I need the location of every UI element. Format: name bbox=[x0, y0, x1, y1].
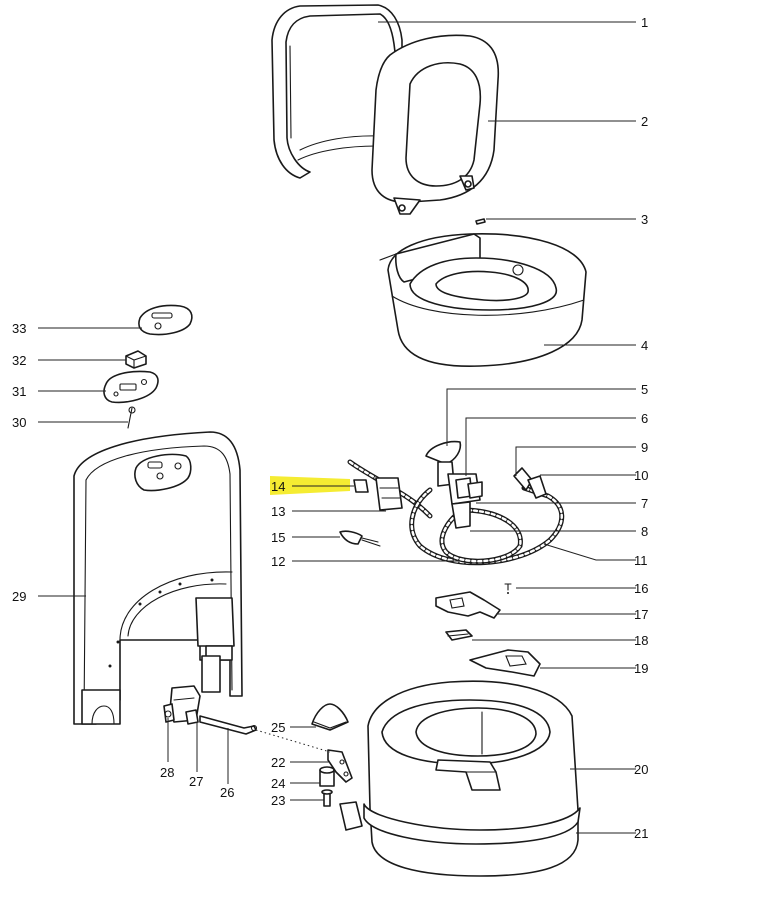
callout-29: 29 bbox=[12, 589, 26, 604]
callout-14: 14 bbox=[271, 479, 285, 494]
part-30-pin bbox=[127, 406, 136, 429]
callout-13: 13 bbox=[271, 504, 285, 519]
callout-31: 31 bbox=[12, 384, 26, 399]
callout-22: 22 bbox=[271, 755, 285, 770]
callout-23: 23 bbox=[271, 793, 285, 808]
part-18-seal bbox=[445, 629, 473, 641]
callout-18: 18 bbox=[634, 633, 648, 648]
callout-8: 8 bbox=[641, 524, 648, 539]
callout-30: 30 bbox=[12, 415, 26, 430]
part-17-bracket bbox=[435, 591, 501, 619]
callout-17: 17 bbox=[634, 607, 648, 622]
callout-10: 10 bbox=[634, 468, 648, 483]
callout-24: 24 bbox=[271, 776, 285, 791]
part-5-13-pump-assembly bbox=[339, 440, 565, 566]
part-32-button bbox=[125, 350, 147, 369]
callout-21: 21 bbox=[634, 826, 648, 841]
part-2-seat bbox=[371, 34, 500, 215]
callout-12: 12 bbox=[271, 554, 285, 569]
callout-7: 7 bbox=[641, 496, 648, 511]
callout-33: 33 bbox=[12, 321, 26, 336]
part-29-housing bbox=[73, 431, 243, 725]
callout-19: 19 bbox=[634, 661, 648, 676]
part-31-panel bbox=[103, 370, 159, 404]
callout-28: 28 bbox=[160, 765, 174, 780]
callout-1: 1 bbox=[641, 15, 648, 30]
callout-15: 15 bbox=[271, 530, 285, 545]
callout-26: 26 bbox=[220, 785, 234, 800]
assembly-line bbox=[255, 729, 331, 753]
part-4-bowl bbox=[379, 233, 587, 367]
callout-2: 2 bbox=[641, 114, 648, 129]
part-3-screw bbox=[475, 218, 486, 225]
callout-9: 9 bbox=[641, 440, 648, 455]
callout-27: 27 bbox=[189, 774, 203, 789]
callout-25: 25 bbox=[271, 720, 285, 735]
callout-32: 32 bbox=[12, 353, 26, 368]
leader-lines bbox=[38, 21, 636, 834]
callout-16: 16 bbox=[634, 581, 648, 596]
part-22-24-23-valve bbox=[319, 749, 353, 807]
part-16-screw bbox=[504, 583, 512, 594]
callout-4: 4 bbox=[641, 338, 648, 353]
callout-3: 3 bbox=[641, 212, 648, 227]
callout-numbers: 1 2 3 4 5 6 7 8 9 10 11 12 13 14 15 16 1… bbox=[12, 15, 648, 841]
callout-20: 20 bbox=[634, 762, 648, 777]
part-33-panel-cover bbox=[138, 304, 193, 336]
callout-6: 6 bbox=[641, 411, 648, 426]
callout-11: 11 bbox=[634, 553, 648, 568]
part-20-21-waste-tank bbox=[339, 680, 581, 877]
part-19-slide bbox=[469, 649, 541, 677]
part-25-cap bbox=[311, 703, 349, 731]
part-28-27-26-lever bbox=[163, 685, 258, 735]
callout-5: 5 bbox=[641, 382, 648, 397]
